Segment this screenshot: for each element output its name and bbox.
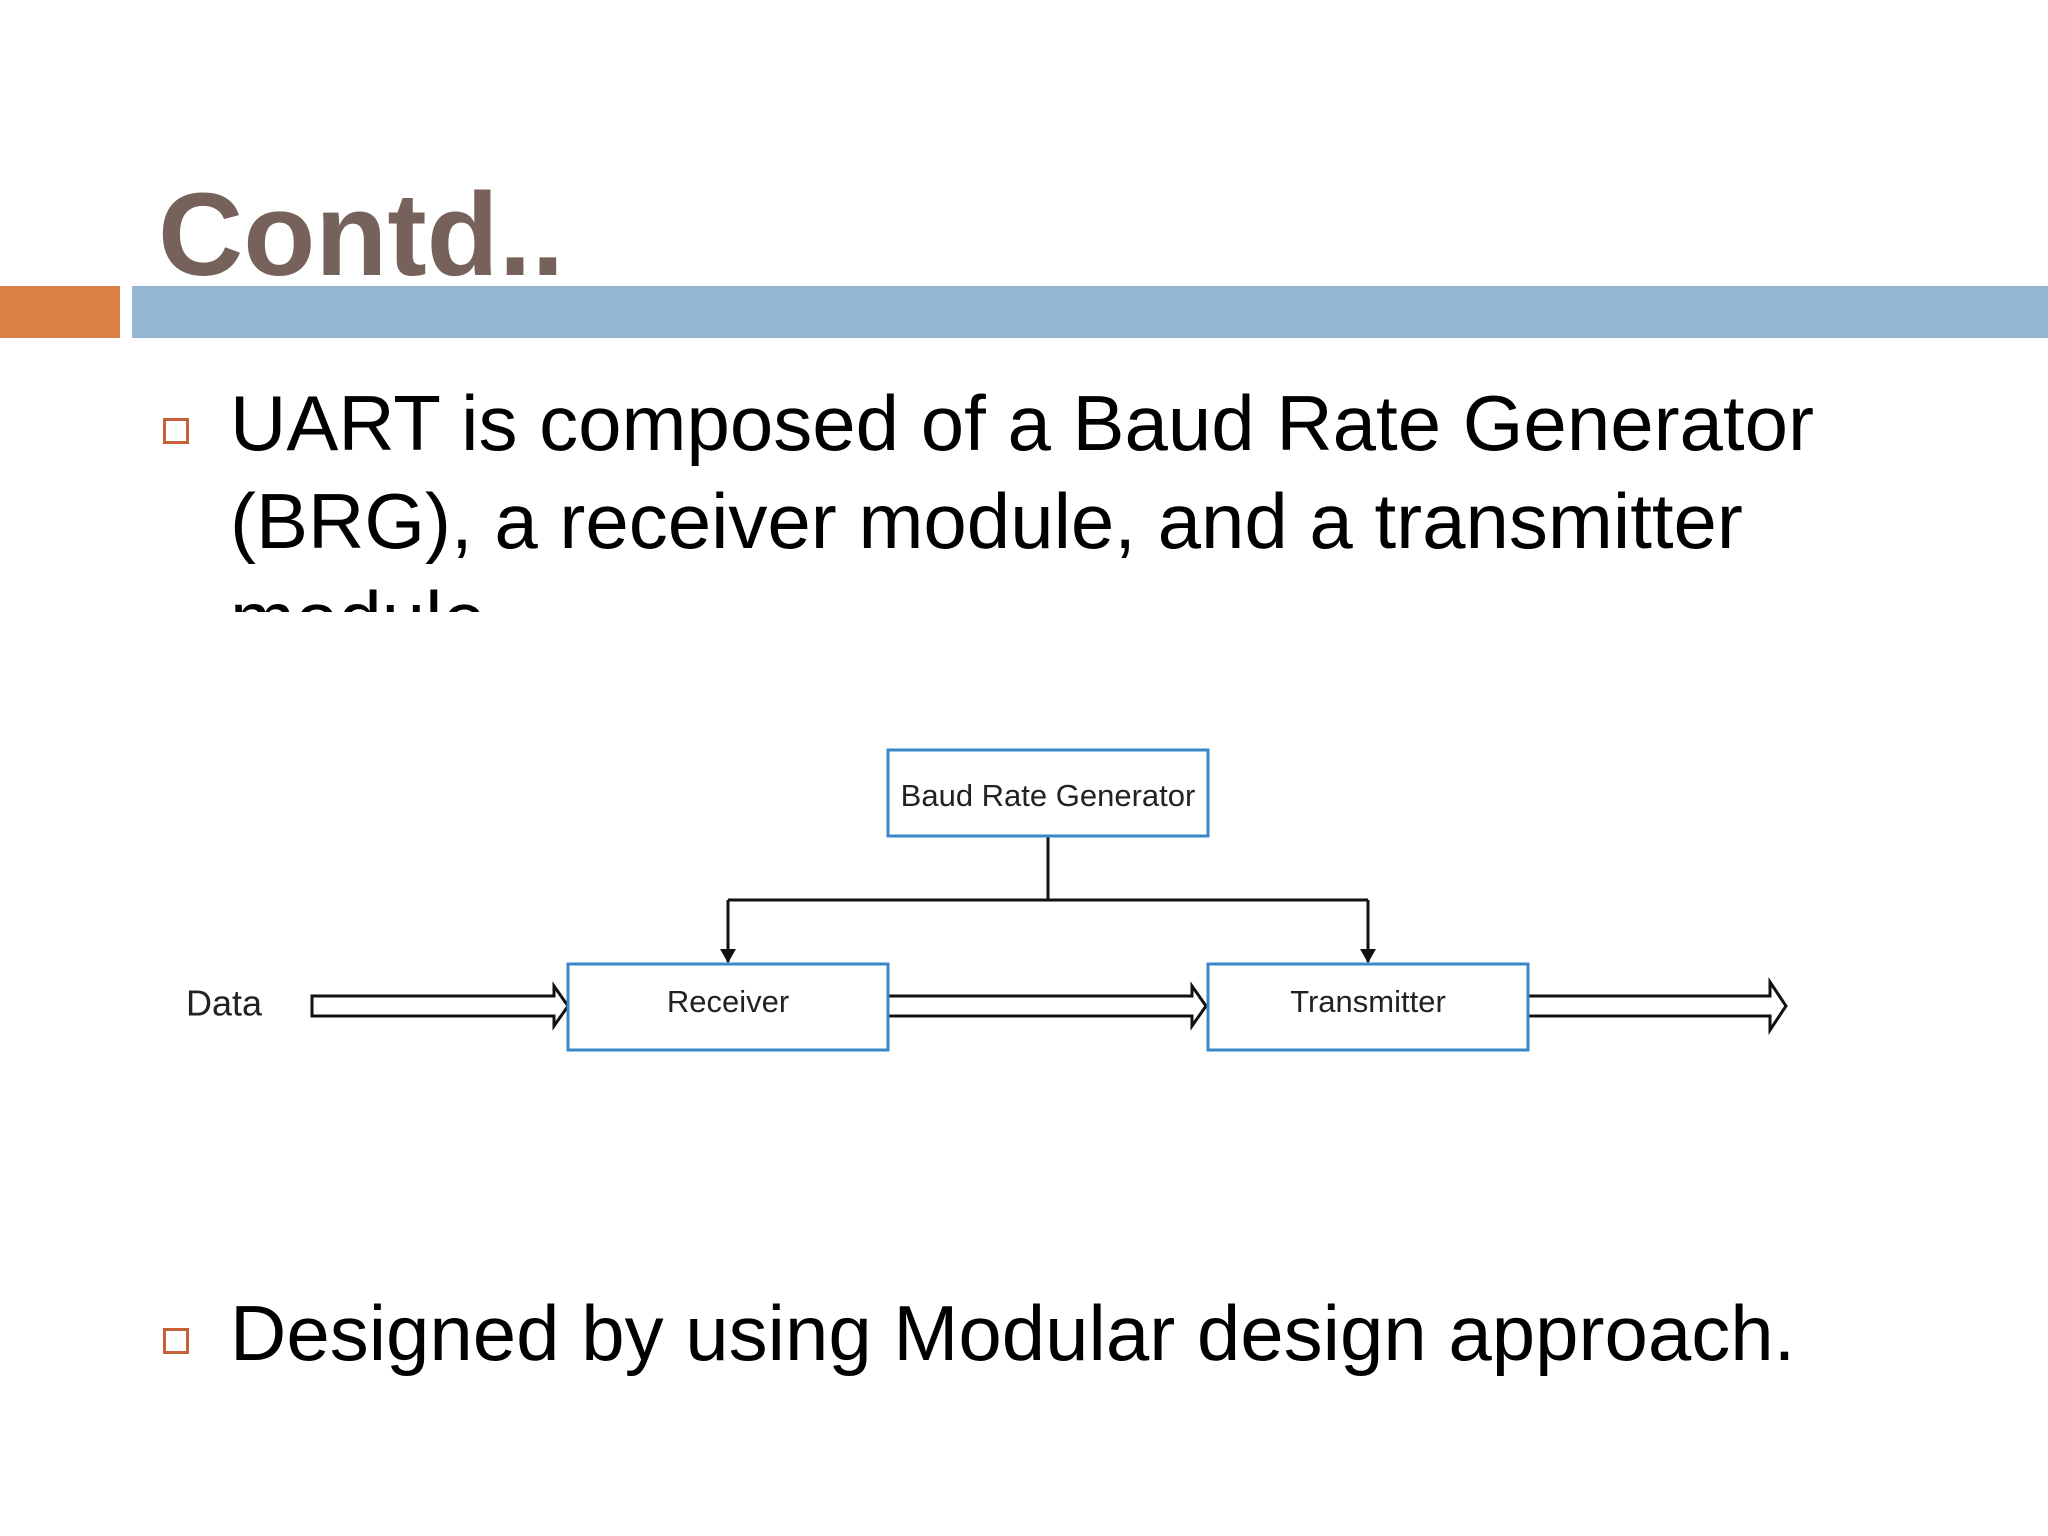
bullet-square-icon bbox=[163, 1328, 189, 1354]
brg-box bbox=[886, 748, 1210, 838]
data-output-arrow bbox=[1526, 977, 1788, 1035]
clock-distribution-lines bbox=[720, 836, 1376, 963]
transmitter-label: Transmitter bbox=[1290, 984, 1446, 1019]
bullet-uart-composition: UART is composed of a Baud Rate Generato… bbox=[230, 379, 1814, 612]
brg-block: Baud Rate Generator bbox=[886, 748, 1210, 838]
transmitter-block: Transmitter bbox=[1206, 962, 1530, 1052]
slide-title: Contd.. bbox=[158, 169, 565, 301]
transmitter-box bbox=[1206, 962, 1530, 1052]
data-input-arrow bbox=[310, 981, 570, 1031]
receiver-block: Receiver bbox=[566, 962, 890, 1052]
data-input-label: Data bbox=[186, 983, 263, 1024]
receiver-label: Receiver bbox=[667, 984, 789, 1019]
receiver-box bbox=[566, 962, 890, 1052]
bullet-square-icon bbox=[163, 418, 189, 444]
data-path-arrows bbox=[310, 977, 1788, 1035]
title-underline-bar bbox=[132, 286, 2048, 338]
receiver-to-transmitter-arrow bbox=[886, 981, 1208, 1031]
title-accent-bar bbox=[0, 286, 120, 338]
bullet-modular-design: Designed by using Modular design approac… bbox=[230, 1289, 1796, 1377]
brg-label: Baud Rate Generator bbox=[901, 778, 1196, 813]
